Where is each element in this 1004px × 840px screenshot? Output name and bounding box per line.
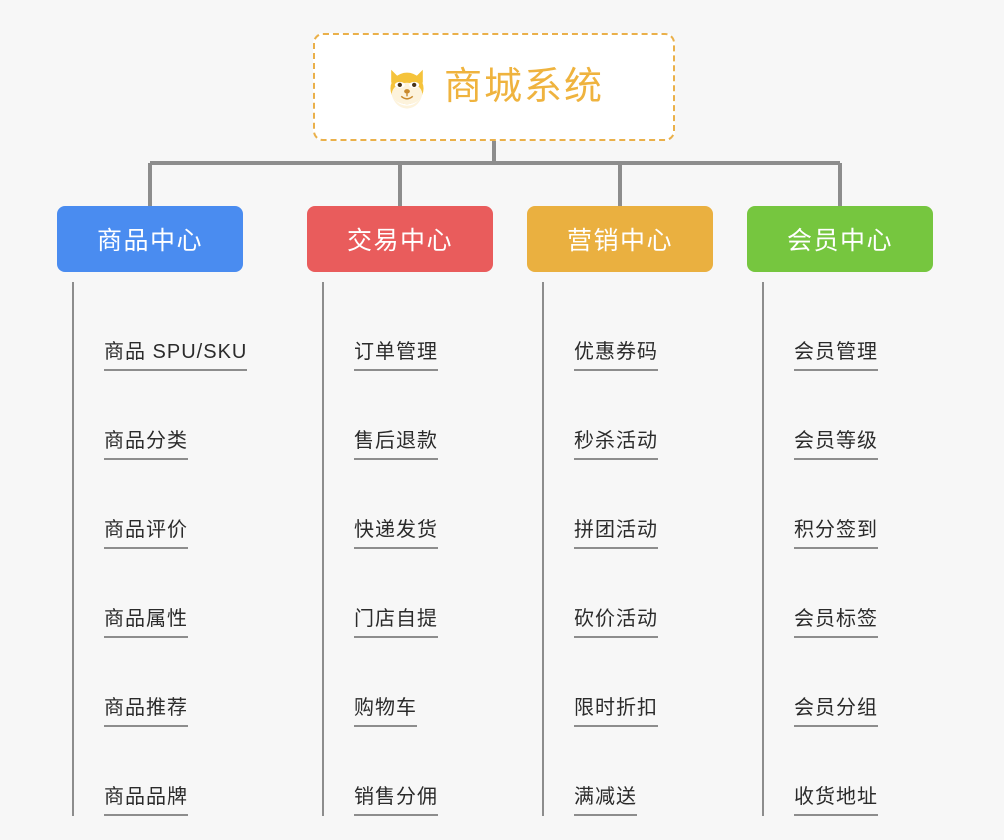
leaf-item-label: 商品评价: [104, 519, 188, 549]
leaf-item[interactable]: 会员等级: [762, 371, 878, 460]
leaf-item[interactable]: 商品品牌: [72, 727, 247, 816]
column-spine-line: [72, 282, 74, 816]
leaf-item[interactable]: 商品属性: [72, 549, 247, 638]
leaf-column-product: 商品 SPU/SKU 商品分类 商品评价 商品属性 商品推荐 商品品牌: [72, 282, 248, 816]
leaf-item-label: 满减送: [574, 786, 637, 816]
leaf-item[interactable]: 收货地址: [762, 727, 878, 816]
category-header-trade[interactable]: 交易中心: [307, 206, 493, 272]
root-title: 商城系统: [443, 66, 604, 108]
leaf-column-member: 会员管理 会员等级 积分签到 会员标签 会员分组 收货地址: [762, 282, 878, 816]
leaf-item-label: 快递发货: [354, 519, 438, 549]
leaf-item-label: 优惠券码: [574, 341, 658, 371]
leaf-item-label: 购物车: [354, 697, 417, 727]
leaf-item-label: 售后退款: [354, 430, 438, 460]
leaf-item[interactable]: 秒杀活动: [542, 371, 658, 460]
leaf-item-label: 收货地址: [794, 786, 878, 816]
leaf-item[interactable]: 商品 SPU/SKU: [72, 282, 248, 371]
leaf-item-label: 拼团活动: [574, 519, 658, 549]
leaf-item[interactable]: 会员分组: [762, 638, 878, 727]
category-label: 交易中心: [346, 227, 453, 255]
leaf-item-label: 会员等级: [794, 430, 878, 460]
leaf-item[interactable]: 商品评价: [72, 460, 247, 549]
category-label: 营销中心: [566, 227, 673, 255]
leaf-item[interactable]: 销售分佣: [322, 727, 438, 816]
leaf-item-label: 限时折扣: [574, 697, 658, 727]
leaf-item[interactable]: 会员标签: [762, 549, 878, 638]
leaf-item[interactable]: 积分签到: [762, 460, 878, 549]
leaf-item-label: 门店自提: [354, 608, 438, 638]
column-spine-line: [322, 282, 324, 816]
category-label: 商品中心: [96, 227, 203, 255]
leaf-item[interactable]: 快递发货: [322, 460, 438, 549]
column-spine-line: [542, 282, 544, 816]
leaf-item-label: 销售分佣: [354, 786, 438, 816]
column-spine-line: [762, 282, 764, 816]
leaf-item-label: 商品推荐: [104, 697, 188, 727]
leaf-item[interactable]: 优惠券码: [542, 282, 658, 371]
leaf-item-label: 商品属性: [104, 608, 188, 638]
leaf-column-marketing: 优惠券码 秒杀活动 拼团活动 砍价活动 限时折扣 满减送: [542, 282, 658, 816]
category-header-member[interactable]: 会员中心: [747, 206, 933, 272]
leaf-item[interactable]: 门店自提: [322, 549, 438, 638]
category-header-product[interactable]: 商品中心: [57, 206, 243, 272]
leaf-item-label: 商品 SPU/SKU: [104, 341, 248, 371]
leaf-item-label: 砍价活动: [574, 608, 658, 638]
root-node[interactable]: 商城系统: [313, 33, 675, 141]
leaf-item-label: 商品分类: [104, 430, 188, 460]
category-label: 会员中心: [786, 227, 893, 255]
category-header-marketing[interactable]: 营销中心: [527, 206, 713, 272]
leaf-item[interactable]: 商品推荐: [72, 638, 247, 727]
leaf-item-label: 积分签到: [794, 519, 878, 549]
leaf-item[interactable]: 订单管理: [322, 282, 438, 371]
leaf-column-trade: 订单管理 售后退款 快递发货 门店自提 购物车 销售分佣: [322, 282, 438, 816]
leaf-item[interactable]: 满减送: [542, 727, 658, 816]
leaf-item[interactable]: 售后退款: [322, 371, 438, 460]
leaf-item-label: 会员分组: [794, 697, 878, 727]
leaf-item[interactable]: 购物车: [322, 638, 438, 727]
leaf-item[interactable]: 拼团活动: [542, 460, 658, 549]
leaf-item[interactable]: 限时折扣: [542, 638, 658, 727]
shiba-dog-face-icon: [390, 69, 424, 109]
leaf-item-label: 商品品牌: [104, 786, 188, 816]
leaf-item-label: 会员标签: [794, 608, 878, 638]
leaf-item-label: 订单管理: [354, 341, 438, 371]
leaf-item[interactable]: 砍价活动: [542, 549, 658, 638]
leaf-item[interactable]: 商品分类: [72, 371, 247, 460]
leaf-item-label: 秒杀活动: [574, 430, 658, 460]
leaf-item[interactable]: 会员管理: [762, 282, 878, 371]
leaf-item-label: 会员管理: [794, 341, 878, 371]
